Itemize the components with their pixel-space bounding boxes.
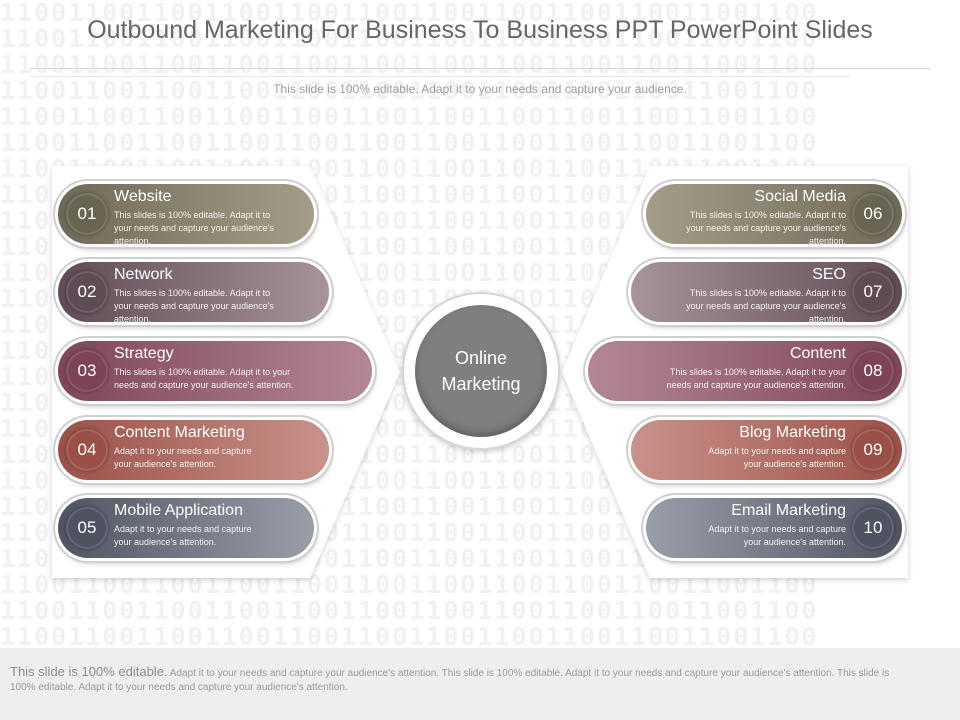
- item-social-media[interactable]: 06 Social Media This slides is 100% edit…: [646, 184, 902, 246]
- item-title: Content Marketing: [114, 424, 245, 441]
- footer-notes: This slide is 100% editable. Adapt it to…: [0, 648, 960, 720]
- footer-text: This slide is 100% editable. Adapt it to…: [10, 665, 910, 695]
- item-number-badge: 09: [852, 429, 894, 471]
- footer-line2: audience's attention. This slide is 100%…: [10, 668, 890, 693]
- item-number-badge: 01: [66, 193, 108, 235]
- item-description: This slides is 100% editable. Adapt it t…: [686, 210, 846, 246]
- title-divider: [30, 68, 930, 69]
- item-number-badge: 04: [66, 429, 108, 471]
- slide-title: Outbound Marketing For Business To Busin…: [87, 16, 873, 44]
- item-content-marketing[interactable]: 04 Content Marketing Adapt it to your ne…: [58, 420, 329, 480]
- item-blog-marketing[interactable]: 09 Blog Marketing Adapt it to your needs…: [631, 420, 902, 480]
- item-title: Mobile Application: [114, 502, 243, 519]
- item-number-badge: 05: [66, 507, 108, 549]
- item-number-badge: 02: [66, 271, 108, 313]
- item-title: Website: [114, 188, 172, 205]
- item-number-badge: 03: [66, 350, 108, 392]
- footer-line1: Adapt it to your needs and capture your …: [169, 668, 741, 679]
- item-number-badge: 08: [852, 350, 894, 392]
- item-title: Blog Marketing: [739, 424, 846, 441]
- slide-subtitle: This slide is 100% editable. Adapt it to…: [273, 82, 687, 96]
- item-strategy[interactable]: 03 Strategy This slides is 100% editable…: [58, 341, 372, 401]
- item-number-badge: 07: [852, 271, 894, 313]
- title-divider-short: [30, 76, 850, 77]
- item-mobile-application[interactable]: 05 Mobile Application Adapt it to your n…: [58, 498, 314, 558]
- item-description: This slides is 100% editable. Adapt it t…: [686, 288, 846, 324]
- item-network[interactable]: 02 Network This slides is 100% editable.…: [58, 262, 329, 324]
- item-email-marketing[interactable]: 10 Email Marketing Adapt it to your need…: [646, 498, 902, 558]
- item-title: Social Media: [754, 188, 846, 205]
- item-title: Strategy: [114, 345, 174, 362]
- item-title: Email Marketing: [731, 502, 846, 519]
- item-website[interactable]: 01 Website This slides is 100% editable.…: [58, 184, 314, 246]
- item-seo[interactable]: 07 SEO This slides is 100% editable. Ada…: [631, 262, 902, 324]
- item-title: SEO: [812, 266, 846, 283]
- item-content[interactable]: 08 Content This slides is 100% editable.…: [588, 341, 902, 401]
- item-description: This slides is 100% editable. Adapt it t…: [114, 210, 274, 246]
- item-description: This slides is 100% editable. Adapt it t…: [114, 288, 274, 324]
- item-title: Network: [114, 266, 173, 283]
- item-description: This slides is 100% editable. Adapt it t…: [114, 367, 294, 390]
- item-description: This slides is 100% editable. Adapt it t…: [666, 367, 846, 390]
- item-number-badge: 10: [852, 507, 894, 549]
- item-title: Content: [789, 345, 846, 362]
- footer-lead: This slide is 100% editable.: [10, 664, 168, 679]
- item-number-badge: 06: [852, 193, 894, 235]
